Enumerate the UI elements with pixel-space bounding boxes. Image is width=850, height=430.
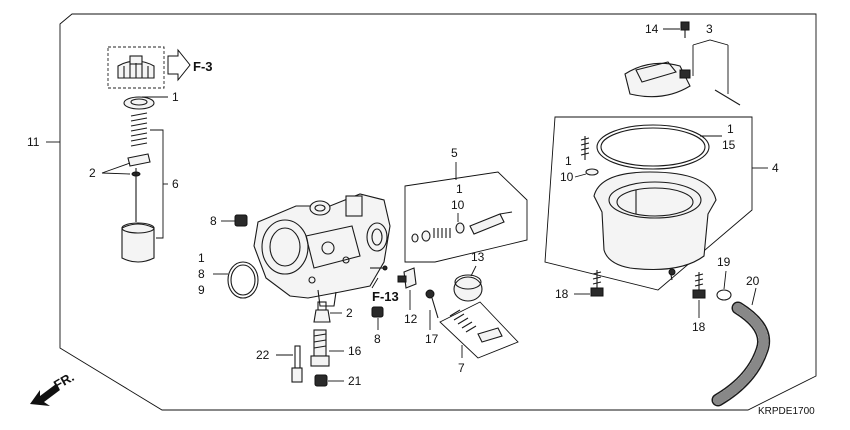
callout-9-oring: 9 [198, 283, 205, 297]
callout-1-bowl: 1 [727, 122, 734, 136]
air-cut-cap [453, 274, 483, 302]
drain-washer [585, 168, 599, 176]
needle-jet-holder [310, 329, 330, 367]
callout-2-jet: 2 [346, 306, 353, 320]
callout-20-tube: 20 [746, 274, 760, 288]
callout-5-kit: 5 [451, 146, 458, 160]
bowl-drain-screw [580, 136, 590, 160]
callout-18-right: 18 [692, 320, 706, 334]
pilot-o-ring [421, 230, 431, 242]
callout-1-cap-seal: 1 [172, 90, 179, 104]
mixture-screw [477, 327, 503, 343]
callout-15-bowl: 15 [722, 138, 736, 152]
main-jet [313, 301, 331, 323]
callout-4-bowl: 4 [772, 161, 779, 175]
pilot-washer-10 [455, 222, 465, 234]
bowl-o-ring [227, 261, 259, 299]
callout-6-valve: 6 [172, 177, 179, 191]
callout-10-kit: 10 [451, 198, 465, 212]
callout-1-screw: 1 [565, 154, 572, 168]
callout-8-upper: 8 [210, 214, 217, 228]
drain-tube [711, 301, 770, 407]
callout-18-left: 18 [555, 287, 569, 301]
choke-cap [624, 61, 691, 98]
callout-2-needle: 2 [89, 166, 96, 180]
cap-screw [680, 21, 690, 31]
callout-16-holder: 16 [348, 344, 362, 358]
callout-13-cap: 13 [471, 250, 485, 264]
pilot-washer [411, 233, 419, 243]
callout-22-jet: 22 [256, 348, 270, 362]
stop-screw [425, 289, 439, 319]
assembly-frame [59, 13, 817, 411]
callout-8-oring: 8 [198, 267, 205, 281]
callout-19-clip: 19 [717, 255, 731, 269]
throttle-valve [121, 222, 155, 263]
cap-dashed-box [107, 46, 165, 89]
body-screw-cap [234, 214, 248, 227]
ref-f13: F-13 [372, 289, 399, 304]
pilot-kit-frame [404, 171, 528, 263]
reference-arrow-icon [167, 48, 191, 82]
slow-jet [291, 345, 303, 383]
callout-1-kit: 1 [456, 182, 463, 196]
tube-clip [716, 289, 732, 301]
float-bowl [593, 171, 717, 281]
lower-body-cap [371, 306, 384, 318]
mixture-screw-spring [449, 309, 477, 333]
pilot-screw-spring [433, 228, 451, 238]
callout-7-screw: 7 [458, 361, 465, 375]
ref-f3: F-3 [193, 59, 213, 74]
mixture-screw-frame [439, 301, 519, 359]
carburetor-top-cap [117, 55, 155, 79]
callout-14-screw: 14 [645, 22, 659, 36]
callout-3-cap: 3 [706, 22, 713, 36]
callout-8-lower: 8 [374, 332, 381, 346]
drawing-code: KRPDE1700 [758, 406, 815, 417]
callout-12-lever: 12 [404, 312, 418, 326]
bowl-plug-21 [314, 374, 328, 387]
bowl-gasket [596, 124, 710, 170]
carburetor-body [253, 193, 391, 307]
front-arrow-icon [30, 384, 60, 406]
choke-pin [714, 89, 741, 106]
throttle-spring [130, 112, 148, 147]
choke-lever [397, 267, 417, 289]
callout-10-screw: 10 [560, 170, 574, 184]
pilot-screw [469, 213, 505, 235]
bowl-screw-right [692, 272, 706, 299]
callout-17-screw: 17 [425, 332, 439, 346]
callout-1-oring: 1 [198, 251, 205, 265]
needle-retainer [127, 153, 151, 167]
callout-11-assembly: 11 [27, 135, 40, 149]
bowl-screw-left [590, 270, 604, 297]
callout-21-plug: 21 [348, 374, 362, 388]
